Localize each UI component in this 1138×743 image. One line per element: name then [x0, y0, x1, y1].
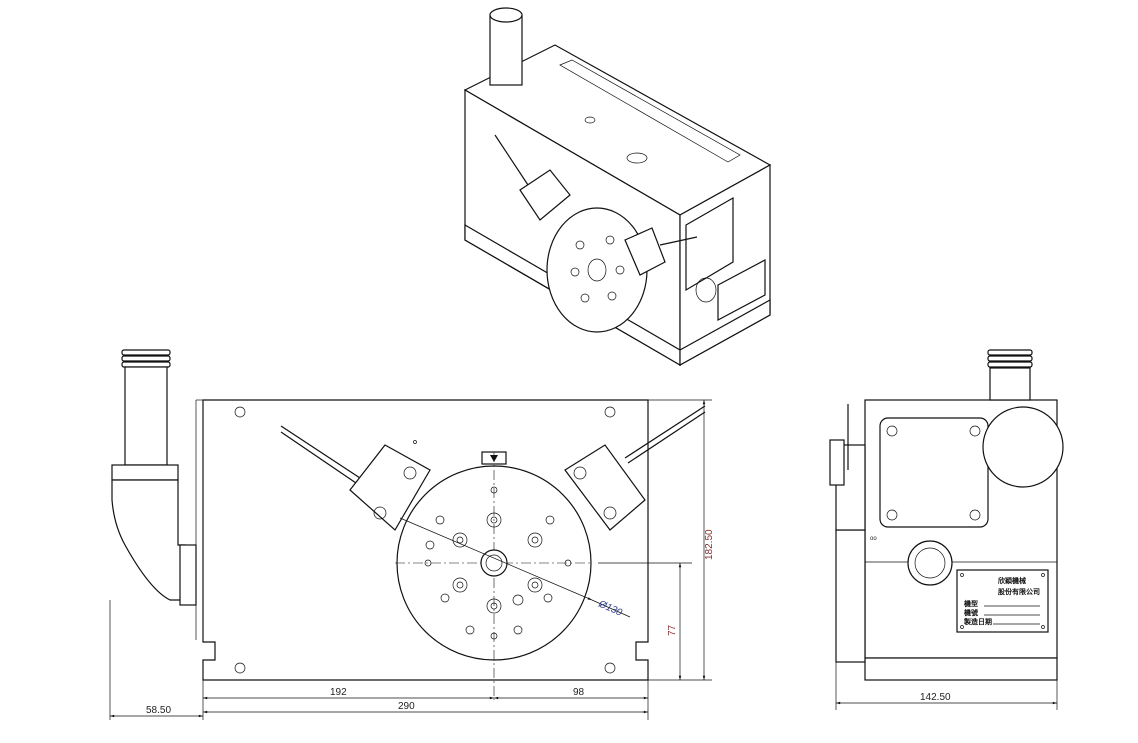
iso-rotary-disk — [546, 207, 648, 333]
svg-text:機型: 機型 — [964, 599, 978, 608]
coolant-pipe — [111, 349, 197, 606]
side-view: oo 142.50 欣穎機械 股份有限公司 機型 機號 製造日期 — [829, 349, 1064, 710]
svg-text:欣穎機械: 欣穎機械 — [998, 576, 1026, 585]
dim-center-to-right: 98 — [573, 687, 585, 698]
iso-nameplate — [717, 259, 766, 321]
svg-text:股份有限公司: 股份有限公司 — [997, 587, 1040, 596]
side-cover-plate — [879, 417, 989, 528]
dim-side-depth: 142.50 — [920, 692, 951, 703]
isometric-view — [463, 7, 772, 367]
dim-center-height: 77 — [667, 624, 678, 636]
svg-text:機號: 機號 — [964, 608, 978, 617]
front-dimensions: 182.50 77 192 98 290 58.50 — [109, 399, 715, 720]
dim-left-to-center: 192 — [330, 687, 347, 698]
dim-body-width: 290 — [398, 701, 415, 712]
dim-height-total: 182.50 — [704, 529, 715, 560]
svg-text:oo: oo — [870, 536, 877, 542]
svg-text:製造日期: 製造日期 — [963, 617, 992, 626]
dim-pipe-offset: 58.50 — [146, 705, 171, 716]
nameplate: 欣穎機械 股份有限公司 機型 機號 製造日期 — [956, 569, 1049, 633]
iso-pipe — [489, 14, 523, 86]
front-view: Ø130 — [111, 349, 706, 700]
